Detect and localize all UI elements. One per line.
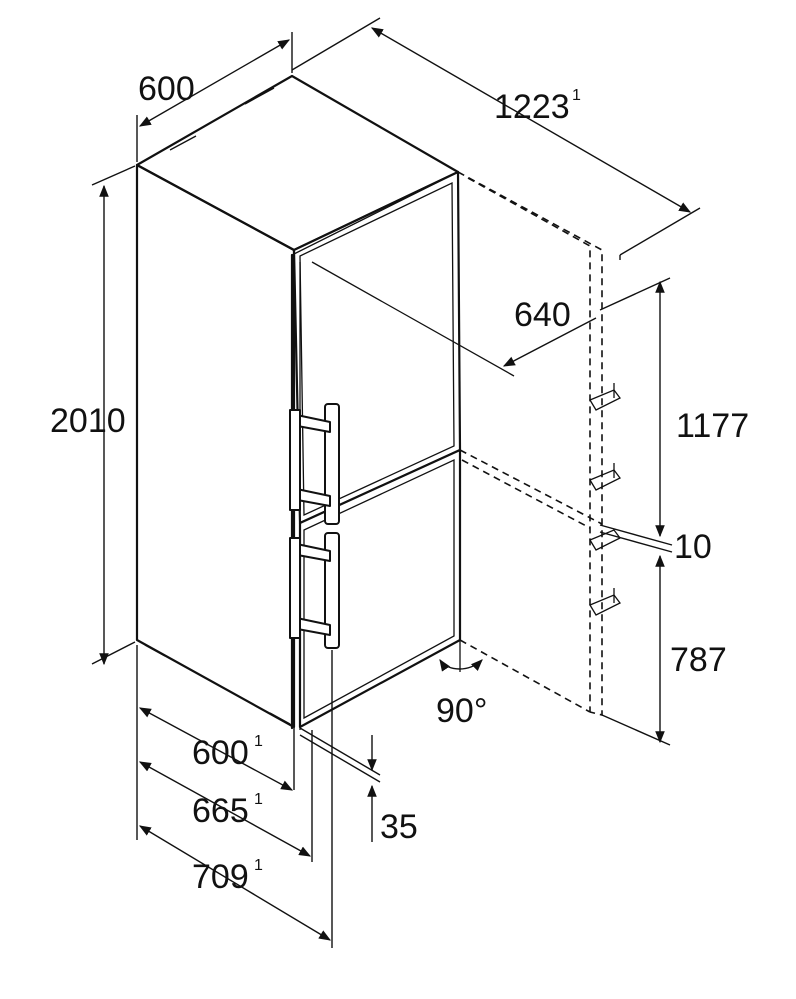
label-door-gap: 10 xyxy=(674,528,712,566)
label-depth-body-note: 1 xyxy=(254,733,263,750)
label-depth-with-door-note: 1 xyxy=(254,791,263,808)
dim-depth-door-open xyxy=(502,317,597,367)
handle-upper xyxy=(289,403,340,525)
label-freezer-door-height: 787 xyxy=(670,641,727,679)
label-depth-total-note: 1 xyxy=(572,87,581,104)
rotation-arrow xyxy=(439,640,483,672)
open-door-outline xyxy=(457,171,621,717)
dim-width-top xyxy=(136,32,293,162)
dim-height xyxy=(91,165,136,666)
label-wall-distance: 35 xyxy=(380,808,418,846)
dim-wall-distance xyxy=(299,727,381,842)
handle-lower xyxy=(289,532,340,649)
label-opening-angle: 90° xyxy=(436,692,487,730)
label-depth-with-door: 665 xyxy=(192,792,249,830)
label-width-top: 600 xyxy=(138,70,195,108)
label-depth-with-handle-note: 1 xyxy=(254,857,263,874)
label-fridge-door-height: 1177 xyxy=(676,407,749,445)
label-depth-with-handle: 709 xyxy=(192,858,249,896)
dim-depth-total xyxy=(291,17,701,256)
dim-right-heights xyxy=(599,255,673,746)
label-depth-door-open: 640 xyxy=(514,296,571,334)
dim-bottom-depths xyxy=(136,645,333,948)
label-depth-body: 600 xyxy=(192,734,249,772)
label-depth-total: 1223 xyxy=(494,88,570,126)
dimension-labels: 600 1223 1 2010 640 1177 10 787 90° 600 … xyxy=(50,70,749,896)
label-height: 2010 xyxy=(50,402,126,440)
